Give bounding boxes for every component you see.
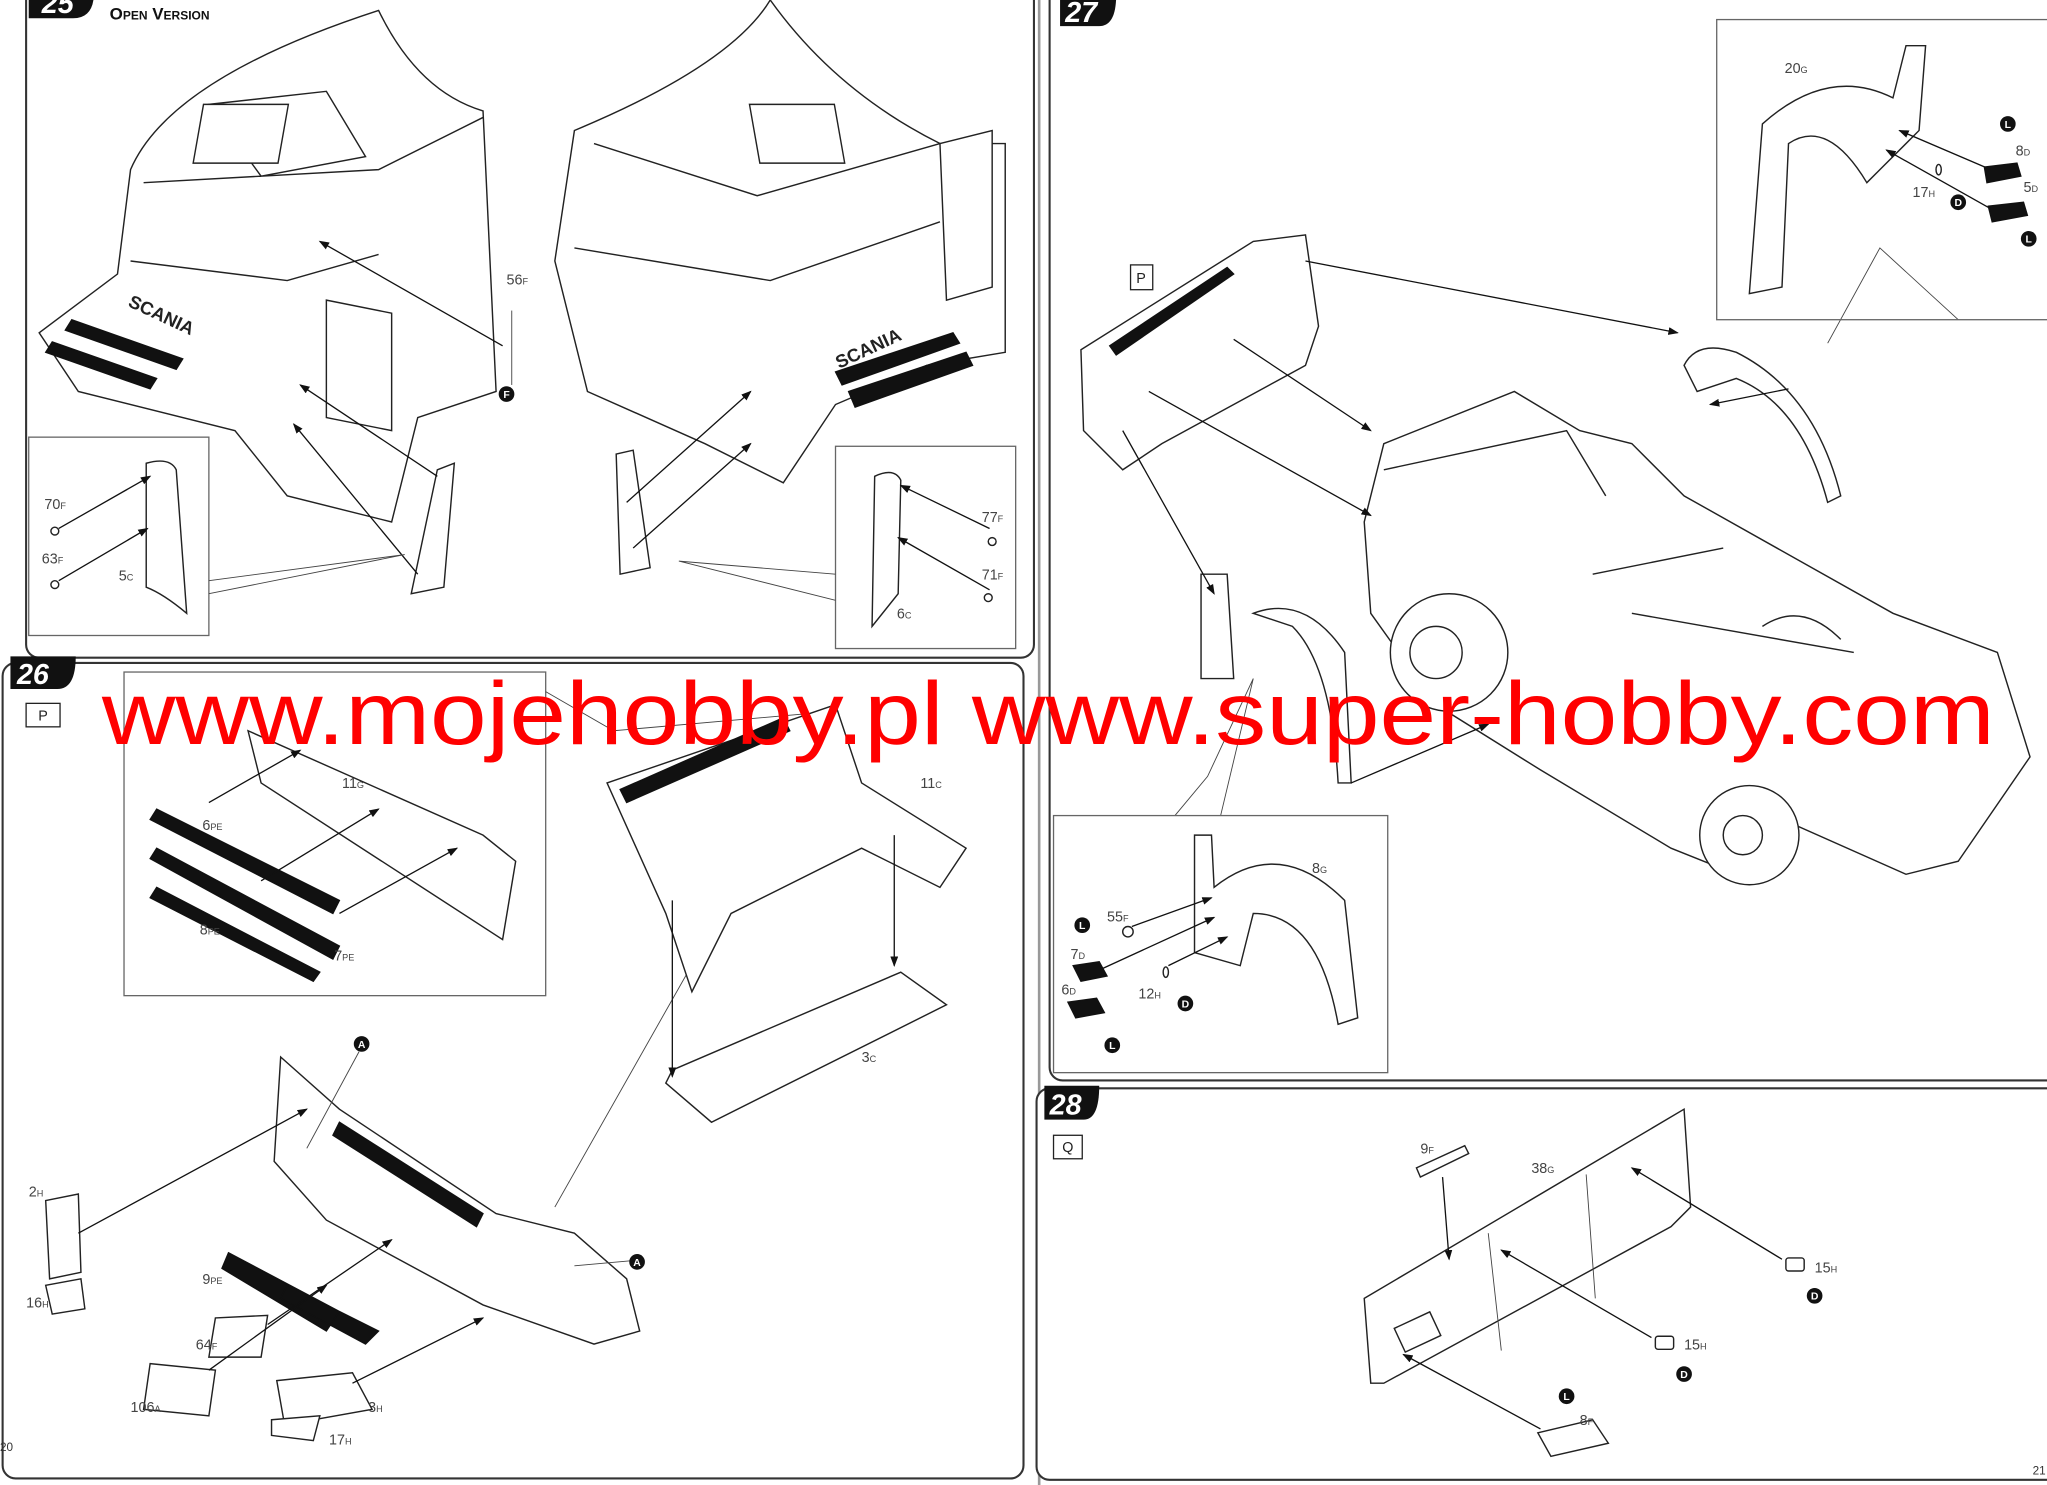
step-27-panel: 27 P xyxy=(1048,0,2047,1082)
bumper-illustration xyxy=(44,1051,641,1442)
step-25-panel: 25 Open Version SCANIA 56F F SCANIA xyxy=(25,0,1035,659)
part-label: 15H xyxy=(1815,1260,1838,1276)
part-label: 8F xyxy=(1580,1413,1594,1429)
svg-text:P: P xyxy=(1136,271,1146,287)
part-label: 71F xyxy=(982,567,1004,583)
svg-text:28: 28 xyxy=(1049,1089,1082,1121)
svg-text:F: F xyxy=(503,390,509,401)
paint-box-q: Q xyxy=(1052,1134,1083,1160)
svg-text:D: D xyxy=(1182,999,1190,1010)
part-label: 5D xyxy=(2024,180,2039,196)
marker-l: L xyxy=(2020,230,2037,247)
part-label: 6D xyxy=(1061,982,1076,998)
part-label: 9PE xyxy=(202,1272,222,1288)
part-label: 12H xyxy=(1138,986,1161,1002)
part-label: 38G xyxy=(1531,1161,1554,1177)
step-28-panel: 28 Q 9F 38G 15H 15H 8F D D L 21 xyxy=(1035,1085,2047,1481)
part-label: 55F xyxy=(1107,909,1129,925)
svg-text:Q: Q xyxy=(1062,1140,1073,1156)
marker-d: D xyxy=(1950,194,1967,211)
part-label: 64F xyxy=(196,1337,218,1353)
part-label: 16H xyxy=(26,1296,49,1312)
detail-inset-left xyxy=(28,436,405,637)
watermark-text: www.mojehobby.pl www.super-hobby.com xyxy=(101,664,1995,763)
svg-text:26: 26 xyxy=(16,659,50,691)
svg-text:25: 25 xyxy=(41,0,75,20)
svg-text:L: L xyxy=(1079,921,1086,932)
part-label: 3C xyxy=(862,1050,877,1066)
part-label: 17H xyxy=(329,1433,352,1449)
chassis-illustration xyxy=(1080,234,2031,886)
part-label: 7PE xyxy=(334,948,354,964)
detail-inset-bottom xyxy=(1052,814,1389,1074)
part-label: 8G xyxy=(1312,861,1327,877)
part-label: 17H xyxy=(1913,185,1936,201)
paint-box-p: P xyxy=(1129,264,1154,291)
cab-illustration-right: SCANIA xyxy=(554,0,1006,576)
page-number-right: 21 xyxy=(2033,1465,2046,1478)
part-label: 63F xyxy=(42,552,64,568)
svg-text:P: P xyxy=(38,708,48,724)
part-label: 77F xyxy=(982,510,1004,526)
part-label: 8PE xyxy=(200,922,220,938)
step-number-badge: 27 xyxy=(1060,0,1117,29)
part-label: 5C xyxy=(119,569,134,585)
part-label: 106A xyxy=(131,1400,162,1416)
part-side-panel xyxy=(410,462,456,595)
marker-l: L xyxy=(1558,1388,1575,1405)
marker-f: F xyxy=(498,386,515,402)
part-label: 11C xyxy=(920,776,942,792)
svg-text:L: L xyxy=(1109,1041,1116,1052)
step-number-badge: 26 xyxy=(10,656,76,691)
marker-l: L xyxy=(1104,1037,1121,1054)
part-label: 56F xyxy=(507,272,529,288)
marker-d: D xyxy=(1806,1287,1823,1304)
svg-text:D: D xyxy=(1680,1370,1688,1381)
part-label: 20G xyxy=(1785,61,1808,77)
cab-illustration-left: SCANIA xyxy=(38,9,513,595)
grille-inset xyxy=(123,671,547,997)
part-label: 6C xyxy=(897,607,912,623)
svg-text:A: A xyxy=(358,1040,366,1051)
marker-d: D xyxy=(1177,995,1194,1012)
part-label: 7D xyxy=(1070,947,1085,963)
step-number-badge: 25 xyxy=(28,0,94,20)
page-number-left: 20 xyxy=(0,1441,14,1454)
svg-text:D: D xyxy=(1811,1292,1819,1303)
part-label: 9F xyxy=(1420,1142,1434,1158)
step-number-badge: 28 xyxy=(1044,1085,1100,1121)
part-label: 6PE xyxy=(202,818,222,834)
marker-l: L xyxy=(2000,116,2016,132)
part-label: 3H xyxy=(368,1400,383,1416)
svg-text:27: 27 xyxy=(1064,0,1099,29)
part-label: 15H xyxy=(1684,1337,1707,1353)
marker-a: A xyxy=(629,1254,645,1270)
svg-text:A: A xyxy=(633,1258,641,1269)
part-label: 2H xyxy=(29,1185,44,1201)
detail-inset-top xyxy=(1716,18,2047,321)
paint-box-p: P xyxy=(25,702,61,728)
svg-text:L: L xyxy=(2005,120,2012,131)
bumper-frame-illustration xyxy=(545,691,968,1208)
marker-d: D xyxy=(1676,1366,1692,1382)
detail-inset-right xyxy=(678,445,1017,650)
marker-a: A xyxy=(353,1036,370,1052)
svg-text:L: L xyxy=(1563,1392,1570,1403)
svg-text:D: D xyxy=(1954,198,1962,209)
part-label: 11G xyxy=(342,776,364,792)
part-label: 70F xyxy=(44,497,66,513)
step-26-panel: 26 P 11G 6PE 8PE 7PE 11C 3C xyxy=(0,656,1025,1480)
part-label: 8D xyxy=(2016,143,2031,159)
side-panel-illustration xyxy=(1363,1107,1805,1458)
marker-l: L xyxy=(1074,917,1091,934)
step-title: Open Version xyxy=(110,5,210,24)
svg-text:L: L xyxy=(2026,235,2033,246)
